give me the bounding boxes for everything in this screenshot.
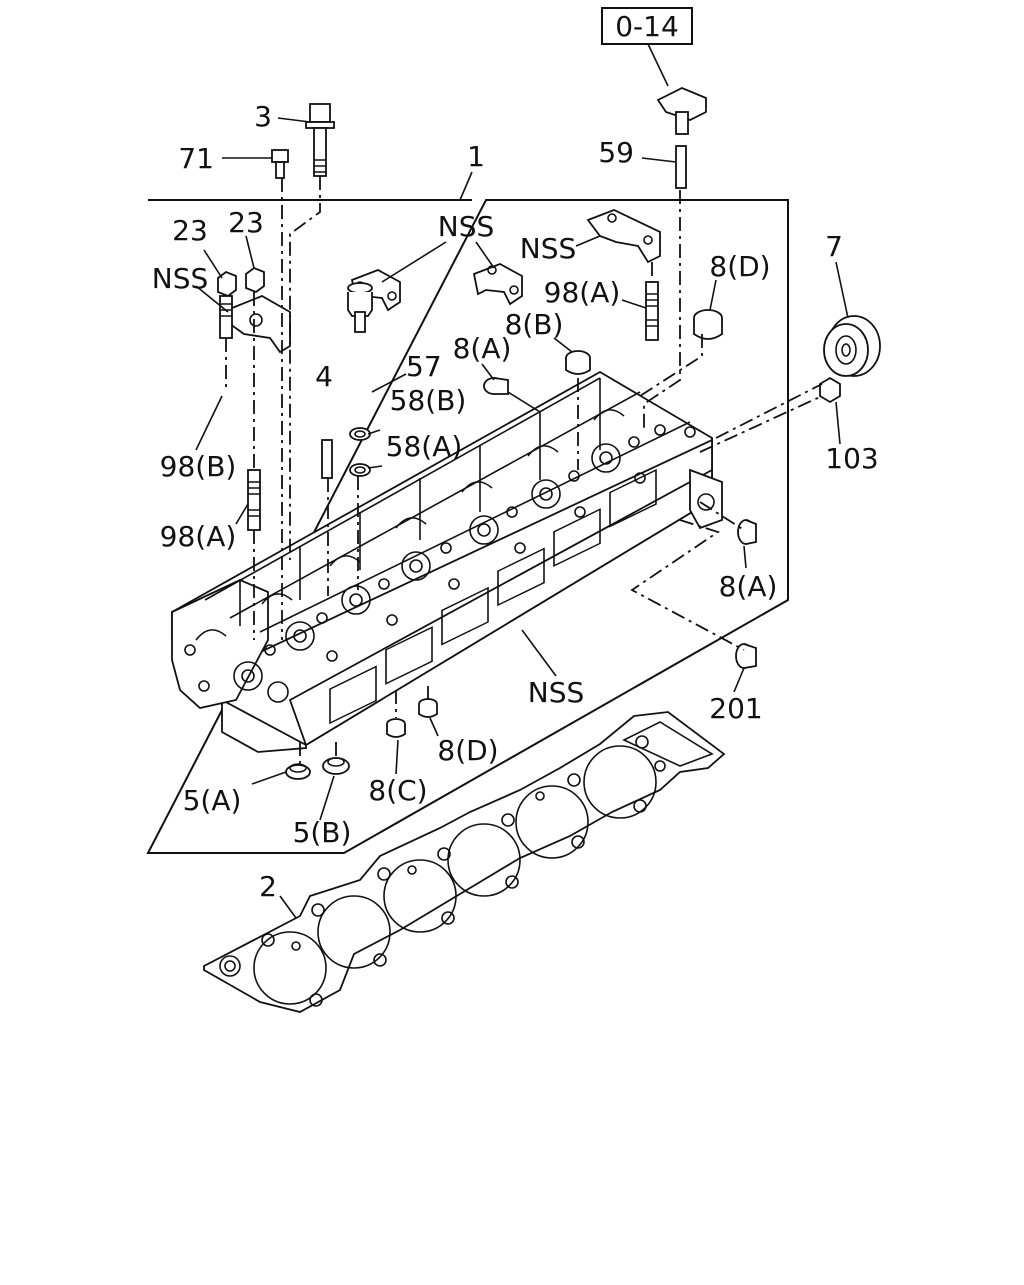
label-98a-top: 98(A) — [544, 276, 621, 309]
label-7: 7 — [825, 230, 843, 263]
label-5a: 5(A) — [183, 784, 242, 817]
seal-5a[interactable] — [285, 763, 311, 780]
ring-58a[interactable] — [349, 463, 371, 477]
plug-8a-top[interactable] — [483, 377, 509, 395]
label-23-right: 23 — [228, 206, 264, 239]
assembly-lines — [225, 176, 823, 766]
cylinder-head[interactable] — [171, 370, 723, 753]
label-57: 57 — [406, 350, 442, 383]
label-98b: 98(B) — [160, 450, 237, 483]
plug-8a-right[interactable] — [737, 519, 757, 545]
dowel-4[interactable] — [321, 439, 333, 479]
plug-8b[interactable] — [565, 350, 591, 375]
head-gasket-2[interactable] — [203, 711, 726, 1013]
cam-cap-left[interactable] — [220, 295, 291, 354]
reference-box-label: 0-14 — [615, 10, 679, 43]
label-23-left: 23 — [172, 214, 208, 247]
part-labels: 3 71 1 59 23 23 NSS NSS NSS 98(A) 8(D) 7… — [152, 100, 879, 903]
label-8a-right: 8(A) — [719, 570, 778, 603]
cam-cap-top-right[interactable] — [472, 263, 523, 306]
label-8c: 8(C) — [368, 774, 427, 807]
label-103: 103 — [825, 442, 878, 475]
sensor-0-14[interactable] — [656, 87, 707, 135]
label-nss-bottom: NSS — [528, 676, 585, 709]
label-5b: 5(B) — [293, 816, 352, 849]
bolt-3[interactable] — [305, 103, 335, 177]
leader-lines — [195, 43, 849, 919]
plug-201[interactable] — [735, 643, 757, 669]
seal-7[interactable] — [823, 315, 881, 377]
ring-58b[interactable] — [349, 427, 371, 441]
label-8d-top: 8(D) — [709, 250, 770, 283]
stud-98a-left[interactable] — [247, 469, 261, 531]
stud-98b[interactable] — [219, 295, 233, 339]
plug-8c[interactable] — [386, 718, 406, 738]
stud-98a-top[interactable] — [645, 281, 659, 341]
label-58b: 58(B) — [390, 384, 467, 417]
plug-8d-top[interactable] — [693, 309, 723, 340]
assembly-frame — [146, 199, 789, 854]
label-nss-cap: NSS — [520, 232, 577, 265]
seal-5b[interactable] — [322, 757, 350, 775]
bolt-103[interactable] — [819, 376, 841, 404]
label-nss-left: NSS — [152, 262, 209, 295]
label-nss-top: NSS — [438, 210, 495, 243]
label-71: 71 — [178, 142, 214, 175]
cam-cap-nss-right[interactable] — [586, 209, 661, 264]
part-57[interactable] — [347, 282, 373, 333]
label-3: 3 — [254, 100, 272, 133]
label-201: 201 — [709, 692, 762, 725]
nut-23-left[interactable] — [217, 270, 237, 298]
label-1: 1 — [467, 140, 485, 173]
reference-box[interactable]: 0-14 — [601, 7, 693, 45]
pin-59[interactable] — [675, 145, 687, 189]
nut-23-right[interactable] — [245, 266, 265, 294]
label-4: 4 — [315, 360, 333, 393]
bolt-71[interactable] — [271, 149, 289, 179]
plug-8d-bottom[interactable] — [418, 698, 438, 718]
label-98a-left: 98(A) — [160, 520, 237, 553]
label-2: 2 — [259, 870, 277, 903]
label-58a: 58(A) — [386, 430, 463, 463]
label-59: 59 — [598, 136, 634, 169]
label-8a-top: 8(A) — [453, 332, 512, 365]
label-8d-bottom: 8(D) — [437, 734, 498, 767]
label-8b: 8(B) — [505, 308, 564, 341]
